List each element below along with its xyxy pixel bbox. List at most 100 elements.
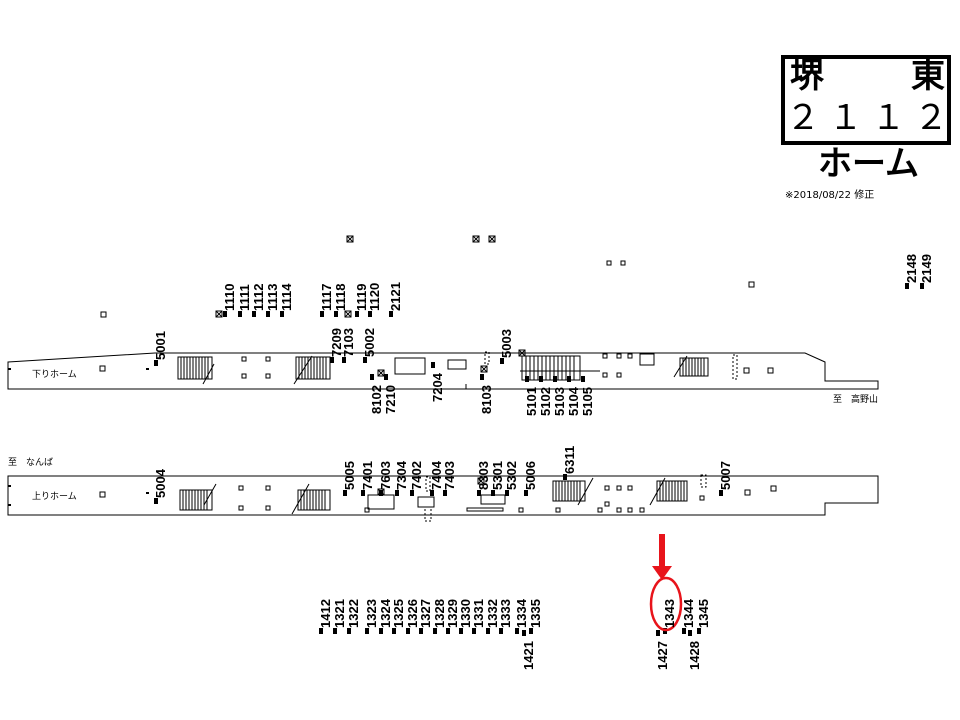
marker-7204 (431, 362, 435, 368)
stairs-up-4 (649, 477, 688, 506)
marker-1344 (682, 628, 686, 634)
stairs-down-3 (521, 355, 581, 381)
marker-1324 (379, 628, 383, 634)
code-1343: 1343 (662, 599, 677, 628)
code-7403: 7403 (442, 461, 457, 490)
code-1118: 1118 (333, 283, 348, 312)
code-7304: 7304 (394, 461, 409, 490)
stairs-down-2 (293, 355, 331, 385)
code-8102: 8102 (369, 385, 384, 414)
marker-1323 (365, 628, 369, 634)
marker-5005 (343, 490, 347, 496)
marker-7603 (379, 490, 383, 496)
code-1110: 1110 (222, 283, 237, 312)
marker-6311 (563, 474, 567, 480)
stairs-up-2 (291, 483, 331, 515)
code-6311: 6311 (562, 445, 577, 474)
marker-1328 (433, 628, 437, 634)
code-5104: 5104 (566, 387, 581, 416)
marker-2149 (920, 283, 924, 289)
marker-1114 (280, 311, 284, 317)
code-5301: 5301 (490, 461, 505, 490)
code-1333: 1333 (498, 599, 513, 628)
code-7603: 7603 (378, 461, 393, 490)
stairs-up-1 (179, 483, 217, 511)
direction-koyasan: 至 高野山 (833, 395, 879, 405)
number-char-2: １ (828, 98, 863, 138)
marker-5104 (567, 376, 571, 382)
marker-1113 (266, 311, 270, 317)
marker-1331 (472, 628, 476, 634)
code-1327: 1327 (418, 599, 433, 628)
marker-5302 (505, 490, 509, 496)
stairs-up-3 (552, 477, 594, 506)
code-1113: 1113 (265, 283, 280, 312)
code-1421: 1421 (521, 641, 536, 670)
marker-5001 (154, 360, 158, 366)
station-char-2: 東 (911, 56, 945, 96)
code-5102: 5102 (538, 387, 553, 416)
code-markers (154, 283, 924, 636)
code-1112: 1112 (251, 283, 266, 312)
marker-1322 (347, 628, 351, 634)
number-char-3: １ (871, 98, 906, 138)
marker-5102 (539, 376, 543, 382)
number-char-1: ２ (786, 98, 820, 138)
code-5101: 5101 (524, 387, 539, 416)
marker-1332 (486, 628, 490, 634)
marker-7401 (361, 490, 365, 496)
marker-1330 (459, 628, 463, 634)
marker-1321 (333, 628, 337, 634)
marker-7404 (430, 490, 434, 496)
code-1323: 1323 (364, 599, 379, 628)
code-1427: 1427 (655, 641, 670, 670)
number-char-4: ２ (913, 98, 948, 138)
marker-5006 (524, 490, 528, 496)
code-8303: 8303 (476, 461, 491, 490)
code-8103: 8103 (479, 385, 494, 414)
marker-1428 (688, 630, 692, 636)
code-5003: 5003 (499, 329, 514, 358)
marker-7210 (384, 374, 388, 380)
down-platform-outline (7, 352, 879, 390)
code-5103: 5103 (552, 387, 567, 416)
marker-8102 (370, 374, 374, 380)
station-char-1: 堺 (790, 56, 824, 96)
marker-8103 (480, 374, 484, 380)
code-2149: 2149 (919, 254, 934, 283)
marker-1120 (368, 311, 372, 317)
code-1111: 1111 (237, 284, 252, 311)
code-1325: 1325 (391, 599, 406, 628)
code-1334: 1334 (514, 599, 529, 628)
code-1114: 1114 (279, 283, 294, 312)
station-name: 堺 東 (790, 56, 945, 96)
marker-5101 (525, 376, 529, 382)
page-subtitle: ホーム (818, 144, 919, 184)
up-platform-outline (7, 475, 879, 516)
marker-8303 (477, 490, 481, 496)
code-1345: 1345 (696, 599, 711, 628)
marker-1119 (355, 311, 359, 317)
marker-1335 (529, 628, 533, 634)
code-5005: 5005 (342, 461, 357, 490)
code-1117: 1117 (319, 283, 334, 312)
code-7210: 7210 (383, 385, 398, 414)
code-1428: 1428 (687, 641, 702, 670)
marker-7304 (395, 490, 399, 496)
marker-1110 (223, 311, 227, 317)
marker-5007 (719, 490, 723, 496)
code-1322: 1322 (346, 599, 361, 628)
marker-7402 (410, 490, 414, 496)
marker-1345 (697, 628, 701, 634)
marker-1427 (656, 630, 660, 636)
code-1321: 1321 (332, 599, 347, 628)
code-1412: 1412 (318, 599, 333, 628)
direction-namba: 至 なんば (8, 458, 54, 468)
highlight-1343 (649, 534, 683, 632)
code-5007: 5007 (718, 461, 733, 490)
marker-5004 (154, 498, 158, 504)
code-1331: 1331 (471, 599, 486, 628)
marker-7403 (443, 490, 447, 496)
code-1335: 1335 (528, 599, 543, 628)
code-2121: 2121 (388, 282, 403, 311)
